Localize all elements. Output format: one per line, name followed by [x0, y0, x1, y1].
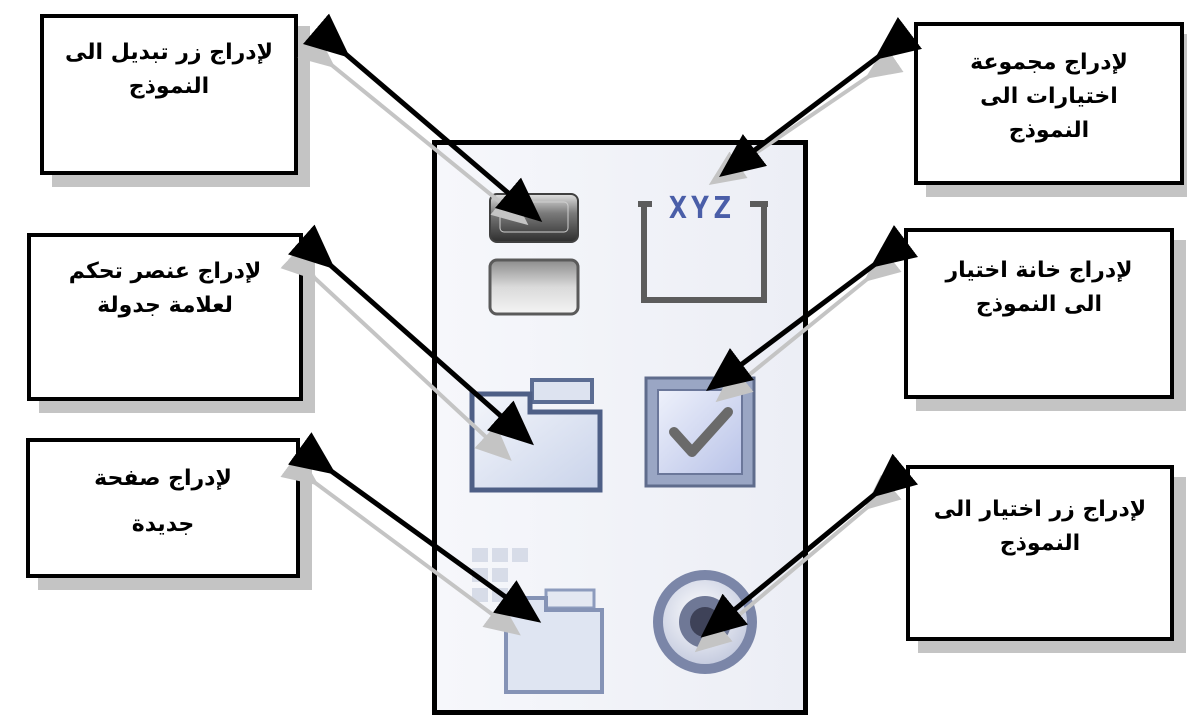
insert-page-icon[interactable] [466, 540, 616, 700]
callout-option-group-text: لإدراج مجموعة اختيارات الى النموذج [970, 50, 1128, 144]
option-group-icon[interactable]: XYZ [630, 186, 775, 311]
option-group-icon-text: XYZ [669, 191, 735, 226]
check-box-icon[interactable] [640, 372, 760, 492]
callout-option-button: لإدراج زر اختيار الى النموذج [906, 465, 1174, 641]
callout-check-box: لإدراج خانة اختيار الى النموذج [904, 228, 1174, 399]
option-button-icon[interactable] [645, 560, 765, 680]
callout-new-page-line1: لإدراج صفحة [94, 466, 232, 491]
callout-tab-control: لإدراج عنصر تحكم لعلامة جدولة [27, 233, 303, 401]
callout-option-button-text: لإدراج زر اختيار الى النموذج [933, 497, 1147, 557]
callout-option-group: لإدراج مجموعة اختيارات الى النموذج [914, 22, 1184, 185]
toggle-button-icon[interactable] [480, 186, 590, 321]
callout-new-page-line2: جديدة [131, 512, 195, 538]
callout-toggle-button-text: لإدراج زر تبديل الى النموذج [65, 40, 273, 100]
callout-new-page: لإدراج صفحة جديدة [26, 438, 300, 578]
tab-control-icon[interactable] [460, 372, 615, 500]
callout-tab-control-text: لإدراج عنصر تحكم لعلامة جدولة [68, 259, 262, 319]
callout-check-box-text: لإدراج خانة اختيار الى النموذج [945, 258, 1133, 318]
callout-toggle-button: لإدراج زر تبديل الى النموذج [40, 14, 298, 175]
